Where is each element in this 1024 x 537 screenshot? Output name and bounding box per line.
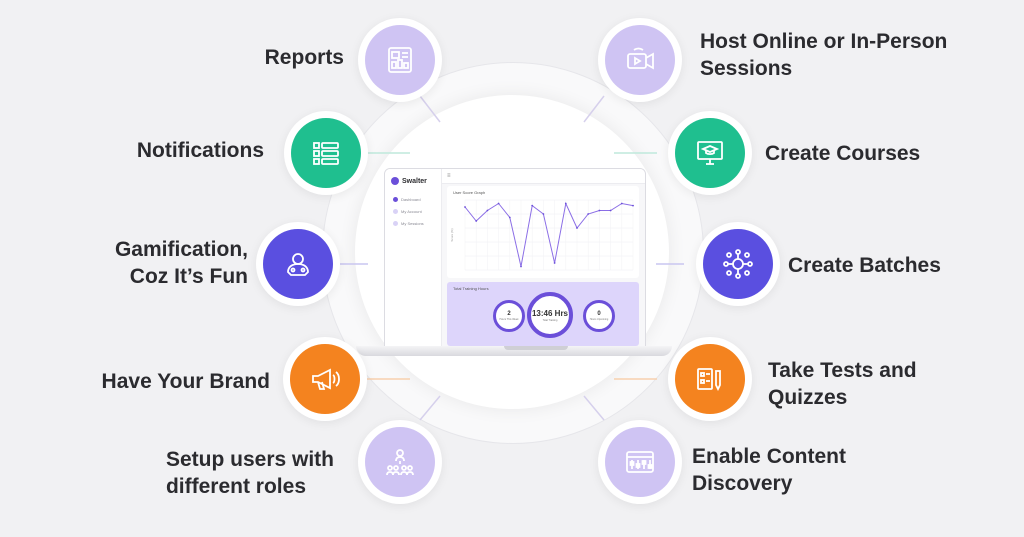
- gauge-caption: Hours This Week: [499, 318, 519, 321]
- sessions-icon: [393, 221, 398, 226]
- feature-courses: Create Courses: [765, 140, 920, 167]
- quiz-icon: [675, 344, 745, 414]
- data-point: [475, 220, 478, 222]
- data-point: [464, 206, 466, 208]
- connector-line: [419, 395, 441, 421]
- feature-tests: Take Tests and Quizzes: [768, 357, 917, 411]
- video-session-icon: [605, 25, 675, 95]
- gauge-value: 2: [507, 311, 511, 317]
- gauge-value: 0: [597, 311, 601, 317]
- feature-roles: Setup users with different roles: [166, 446, 334, 500]
- menu-icon[interactable]: ≡: [447, 173, 451, 179]
- app-brand: Swalter: [391, 177, 427, 185]
- graph-title: User Score Graph: [453, 190, 486, 195]
- tests-icon-badge: [668, 337, 752, 421]
- feature-label: Enable Content Discovery: [692, 445, 847, 495]
- sidebar-item-label: My Account: [401, 209, 422, 214]
- data-point: [620, 202, 623, 205]
- gauge-caption: Total Training: [542, 318, 558, 322]
- feature-label: Notifications: [136, 139, 264, 162]
- notifications-icon-badge: [284, 111, 368, 195]
- sidebar-item-account[interactable]: My Account: [393, 209, 422, 214]
- feature-label: Have Your Brand: [101, 370, 270, 393]
- gamification-icon-badge: [256, 222, 340, 306]
- data-point: [508, 216, 511, 219]
- data-point: [531, 204, 534, 207]
- laptop-mockup: Swalter Dashboard My Account My Sessions…: [356, 160, 672, 360]
- feature-batches: Create Batches: [788, 252, 941, 279]
- series-line: [464, 201, 634, 267]
- connector-line: [583, 95, 605, 123]
- feature-label: Create Courses: [765, 142, 921, 165]
- feature-label: Setup users with different roles: [165, 448, 334, 498]
- feature-label: Reports: [264, 46, 344, 69]
- discovery-icon-badge: [598, 420, 682, 504]
- courses-icon-badge: [668, 111, 752, 195]
- data-point: [486, 209, 489, 212]
- feature-gamification: Gamification, Coz It’s Fun: [115, 236, 248, 290]
- sidebar-item-dashboard[interactable]: Dashboard: [393, 197, 421, 202]
- feature-label: Create Batches: [788, 254, 941, 277]
- gauge-total: 13:46 Hrs Total Training: [527, 292, 573, 338]
- connector-line: [583, 395, 605, 421]
- data-point: [632, 204, 634, 207]
- content-discovery-icon: [605, 427, 675, 497]
- sidebar-item-label: My Sessions: [401, 221, 424, 226]
- account-icon: [393, 209, 398, 214]
- brand-icon-badge: [283, 337, 367, 421]
- data-point: [542, 213, 545, 215]
- dashboard-icon: [393, 197, 398, 202]
- data-point: [587, 213, 590, 215]
- gauge-upcoming: 0 Hours Upcoming: [583, 300, 615, 332]
- data-point: [553, 262, 556, 264]
- data-point: [520, 265, 522, 268]
- batches-icon-badge: [696, 222, 780, 306]
- data-point: [609, 209, 612, 212]
- sidebar-item-sessions[interactable]: My Sessions: [393, 221, 424, 226]
- laptop-notch: [504, 346, 568, 350]
- reports-icon-badge: [358, 18, 442, 102]
- feature-brand: Have Your Brand: [102, 368, 270, 395]
- gauge-week: 2 Hours This Week: [493, 300, 525, 332]
- data-point: [576, 227, 578, 229]
- data-point: [564, 202, 567, 205]
- brand-logo-icon: [391, 177, 399, 185]
- training-title: Total Training Hours: [453, 286, 489, 291]
- brand-name: Swalter: [402, 177, 427, 185]
- sidebar-item-label: Dashboard: [401, 197, 421, 202]
- feature-label: Gamification, Coz It’s Fun: [114, 238, 248, 288]
- sessions-icon-badge: [598, 18, 682, 102]
- batch-network-icon: [703, 229, 773, 299]
- reports-icon: [365, 25, 435, 95]
- laptop-screen: Swalter Dashboard My Account My Sessions…: [384, 168, 646, 352]
- score-graph-card: User Score Graph Score (%): [447, 186, 639, 278]
- data-point: [598, 209, 601, 212]
- training-hours-card: Total Training Hours 2 Hours This Week 1…: [447, 282, 639, 346]
- users-roles-icon: [365, 427, 435, 497]
- course-icon: [675, 118, 745, 188]
- roles-icon-badge: [358, 420, 442, 504]
- feature-notifications: Notifications: [137, 137, 264, 164]
- gamification-icon: [263, 229, 333, 299]
- feature-label: Host Online or In-Person Sessions: [700, 30, 948, 80]
- notifications-icon: [291, 118, 361, 188]
- gauge-caption: Hours Upcoming: [589, 318, 609, 321]
- connector-line: [419, 95, 441, 123]
- feature-reports: Reports: [265, 44, 344, 71]
- data-point: [497, 202, 500, 205]
- laptop-base: [356, 346, 672, 356]
- app-topbar: ≡: [442, 169, 645, 184]
- feature-label: Take Tests and Quizzes: [768, 359, 917, 409]
- score-line-chart: Score (%): [450, 199, 634, 271]
- y-axis-label: Score (%): [450, 228, 454, 241]
- feature-discovery: Enable Content Discovery: [692, 443, 846, 497]
- megaphone-icon: [290, 344, 360, 414]
- app-sidebar: Swalter Dashboard My Account My Sessions: [385, 169, 442, 351]
- gauge-value: 13:46 Hrs: [531, 308, 569, 318]
- feature-sessions: Host Online or In-Person Sessions: [700, 28, 947, 82]
